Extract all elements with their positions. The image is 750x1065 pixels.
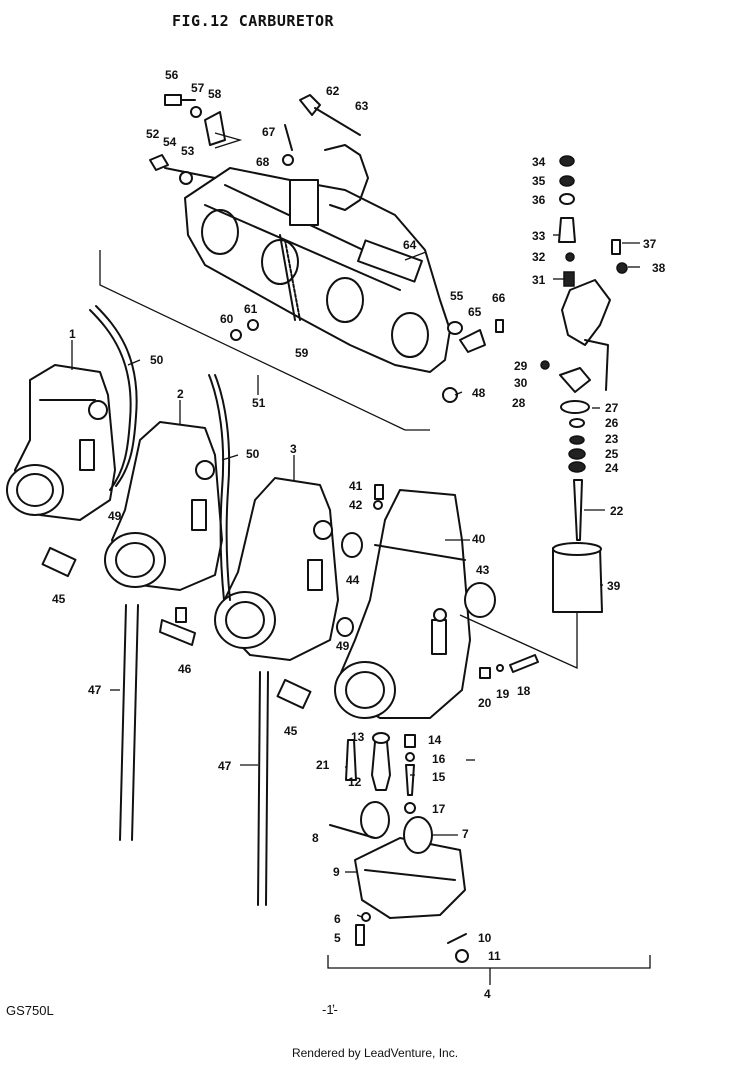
callout-52: 52 xyxy=(146,127,160,141)
callout-20: 20 xyxy=(478,696,492,710)
callout-44: 44 xyxy=(346,573,360,587)
callout-8: 8 xyxy=(312,831,319,845)
callout-42: 42 xyxy=(349,498,363,512)
callout-65: 65 xyxy=(468,305,482,319)
callout-30: 30 xyxy=(514,376,528,390)
carburetor-3 xyxy=(214,477,339,661)
callout-46: 46 xyxy=(178,662,192,676)
callout-35: 35 xyxy=(532,174,546,188)
callout-47-left: 47 xyxy=(88,683,102,697)
callout-24: 24 xyxy=(605,461,619,475)
callout-10: 10 xyxy=(478,931,492,945)
callout-59: 59 xyxy=(295,346,309,360)
callout-14: 14 xyxy=(428,733,442,747)
callout-3: 3 xyxy=(290,442,297,456)
grouping-lines xyxy=(99,132,651,985)
callout-34: 34 xyxy=(532,155,546,169)
callout-53: 53 xyxy=(181,144,195,158)
callout-11: 11 xyxy=(488,949,501,963)
callout-28: 28 xyxy=(512,396,526,410)
callout-15: 15 xyxy=(432,770,446,784)
leader-lines xyxy=(71,234,640,918)
carburetor-1 xyxy=(6,364,116,521)
model-code: GS750L xyxy=(6,1003,54,1018)
callout-31: 31 xyxy=(532,273,546,287)
fittings xyxy=(41,484,496,710)
callout-27: 27 xyxy=(605,401,619,415)
callout-9: 9 xyxy=(333,865,340,879)
callout-37: 37 xyxy=(643,237,657,251)
callout-63: 63 xyxy=(355,99,369,113)
callout-60: 60 xyxy=(220,312,234,326)
callout-47-right: 47 xyxy=(218,759,232,773)
figure-title: FIG.12 CARBURETOR xyxy=(172,12,335,30)
callout-26: 26 xyxy=(605,416,619,430)
callout-56: 56 xyxy=(165,68,179,82)
jets-and-needle-valve xyxy=(345,654,539,814)
callout-labels: 1 2 3 4 5 6 7 8 9 10 11 12 13 14 15 16 1… xyxy=(52,68,666,1001)
callout-23: 23 xyxy=(605,432,619,446)
callout-36: 36 xyxy=(532,193,546,207)
rendered-by-footer: Rendered by LeadVenture, Inc. xyxy=(291,1046,459,1060)
callout-41: 41 xyxy=(349,479,363,493)
callout-49-left: 49 xyxy=(108,509,122,523)
callout-48: 48 xyxy=(472,386,486,400)
callout-13: 13 xyxy=(351,730,365,744)
callout-50-right: 50 xyxy=(246,447,260,461)
callout-57: 57 xyxy=(191,81,205,95)
callout-55: 55 xyxy=(450,289,464,303)
callout-58: 58 xyxy=(208,87,222,101)
callout-7: 7 xyxy=(462,827,469,841)
upper-hardware xyxy=(149,94,504,403)
callout-62: 62 xyxy=(326,84,340,98)
callout-67: 67 xyxy=(262,125,276,139)
callout-21: 21 xyxy=(316,758,330,772)
callout-45-left: 45 xyxy=(52,592,66,606)
callout-43: 43 xyxy=(476,563,490,577)
callout-12: 12 xyxy=(348,775,362,789)
callout-1: 1 xyxy=(69,327,76,341)
callout-32: 32 xyxy=(532,250,546,264)
callout-5: 5 xyxy=(334,931,341,945)
callout-6: 6 xyxy=(334,912,341,926)
carburetor-4 xyxy=(334,489,471,719)
callout-16: 16 xyxy=(432,752,446,766)
carburetor-mounting-plate xyxy=(184,94,451,373)
carburetor-2 xyxy=(104,421,223,591)
callout-64: 64 xyxy=(403,238,417,252)
callout-50-left: 50 xyxy=(150,353,164,367)
callout-68: 68 xyxy=(256,155,270,169)
callout-61: 61 xyxy=(244,302,258,316)
callout-2: 2 xyxy=(177,387,184,401)
callout-49-right: 49 xyxy=(336,639,350,653)
callout-54: 54 xyxy=(163,135,177,149)
float-chamber xyxy=(329,801,469,963)
callout-4: 4 xyxy=(484,987,491,1001)
callout-19: 19 xyxy=(496,687,510,701)
vent-hoses xyxy=(89,305,269,906)
page-number: -1̓- xyxy=(322,1002,338,1017)
callout-51: 51 xyxy=(252,396,266,410)
throttle-piston-stack xyxy=(540,155,628,613)
callout-39: 39 xyxy=(607,579,621,593)
callout-18: 18 xyxy=(517,684,531,698)
callout-17: 17 xyxy=(432,802,446,816)
callout-40: 40 xyxy=(472,532,486,546)
callout-25: 25 xyxy=(605,447,619,461)
callout-29: 29 xyxy=(514,359,528,373)
callout-22: 22 xyxy=(610,504,624,518)
callout-38: 38 xyxy=(652,261,666,275)
callout-66: 66 xyxy=(492,291,506,305)
callout-33: 33 xyxy=(532,229,546,243)
callout-45-right: 45 xyxy=(284,724,298,738)
